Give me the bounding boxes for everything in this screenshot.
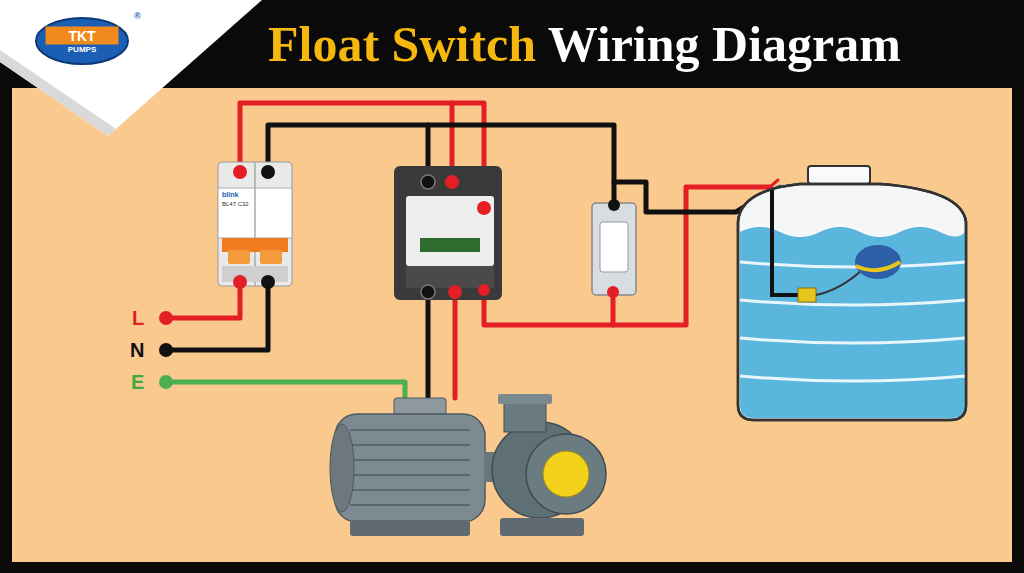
breaker-rating: BL47 C32 (222, 201, 249, 207)
logo-subword: PUMPS (68, 46, 96, 54)
registered-mark: ® (134, 12, 141, 21)
diagram-title: Float Switch Wiring Diagram (268, 17, 901, 72)
line-terminal-label: L (132, 308, 144, 328)
neutral-terminal-label: N (130, 340, 144, 360)
breaker-brand: blink (222, 191, 238, 198)
earth-terminal-label: E (131, 372, 144, 392)
logo-badge: TKT PUMPS (34, 16, 130, 66)
logo-word: TKT (68, 29, 95, 43)
